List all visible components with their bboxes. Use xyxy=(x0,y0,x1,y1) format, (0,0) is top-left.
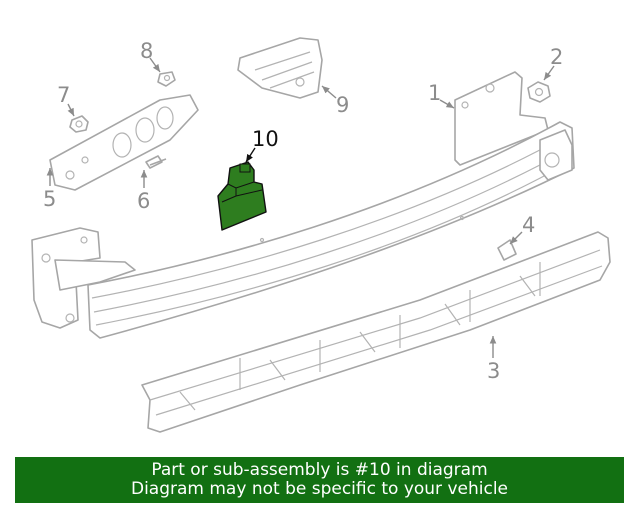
callout-3: 3 xyxy=(487,359,500,383)
callout-9: 9 xyxy=(336,93,349,117)
callout-4: 4 xyxy=(522,213,535,237)
info-banner: Part or sub-assembly is #10 in diagram D… xyxy=(15,457,624,503)
energy-absorber-part-3[interactable] xyxy=(141,231,611,433)
banner-line-disclaimer: Diagram may not be specific to your vehi… xyxy=(130,479,508,499)
leader-lines xyxy=(46,57,555,358)
bracket-part-5[interactable] xyxy=(49,94,199,191)
clip-part-8[interactable] xyxy=(157,71,176,87)
banner-line-part-number: Part or sub-assembly is #10 in diagram xyxy=(151,460,488,480)
callout-1: 1 xyxy=(428,81,441,105)
bumper-beam-part-1[interactable] xyxy=(31,71,575,339)
bracket-part-9[interactable] xyxy=(237,37,323,99)
bolt-part-6[interactable] xyxy=(145,155,167,169)
callout-5: 5 xyxy=(43,187,56,211)
callout-10: 10 xyxy=(252,127,279,151)
nut-part-7[interactable] xyxy=(69,115,89,133)
callout-6: 6 xyxy=(137,189,150,213)
callout-2: 2 xyxy=(550,45,563,69)
clip-part-4[interactable] xyxy=(497,239,517,261)
callout-8: 8 xyxy=(140,39,153,63)
parts-diagram: 1 2 3 4 5 6 7 8 9 10 xyxy=(31,37,611,433)
nut-part-2[interactable] xyxy=(527,81,551,103)
bracket-part-10[interactable] xyxy=(217,161,267,231)
callout-7: 7 xyxy=(57,83,70,107)
